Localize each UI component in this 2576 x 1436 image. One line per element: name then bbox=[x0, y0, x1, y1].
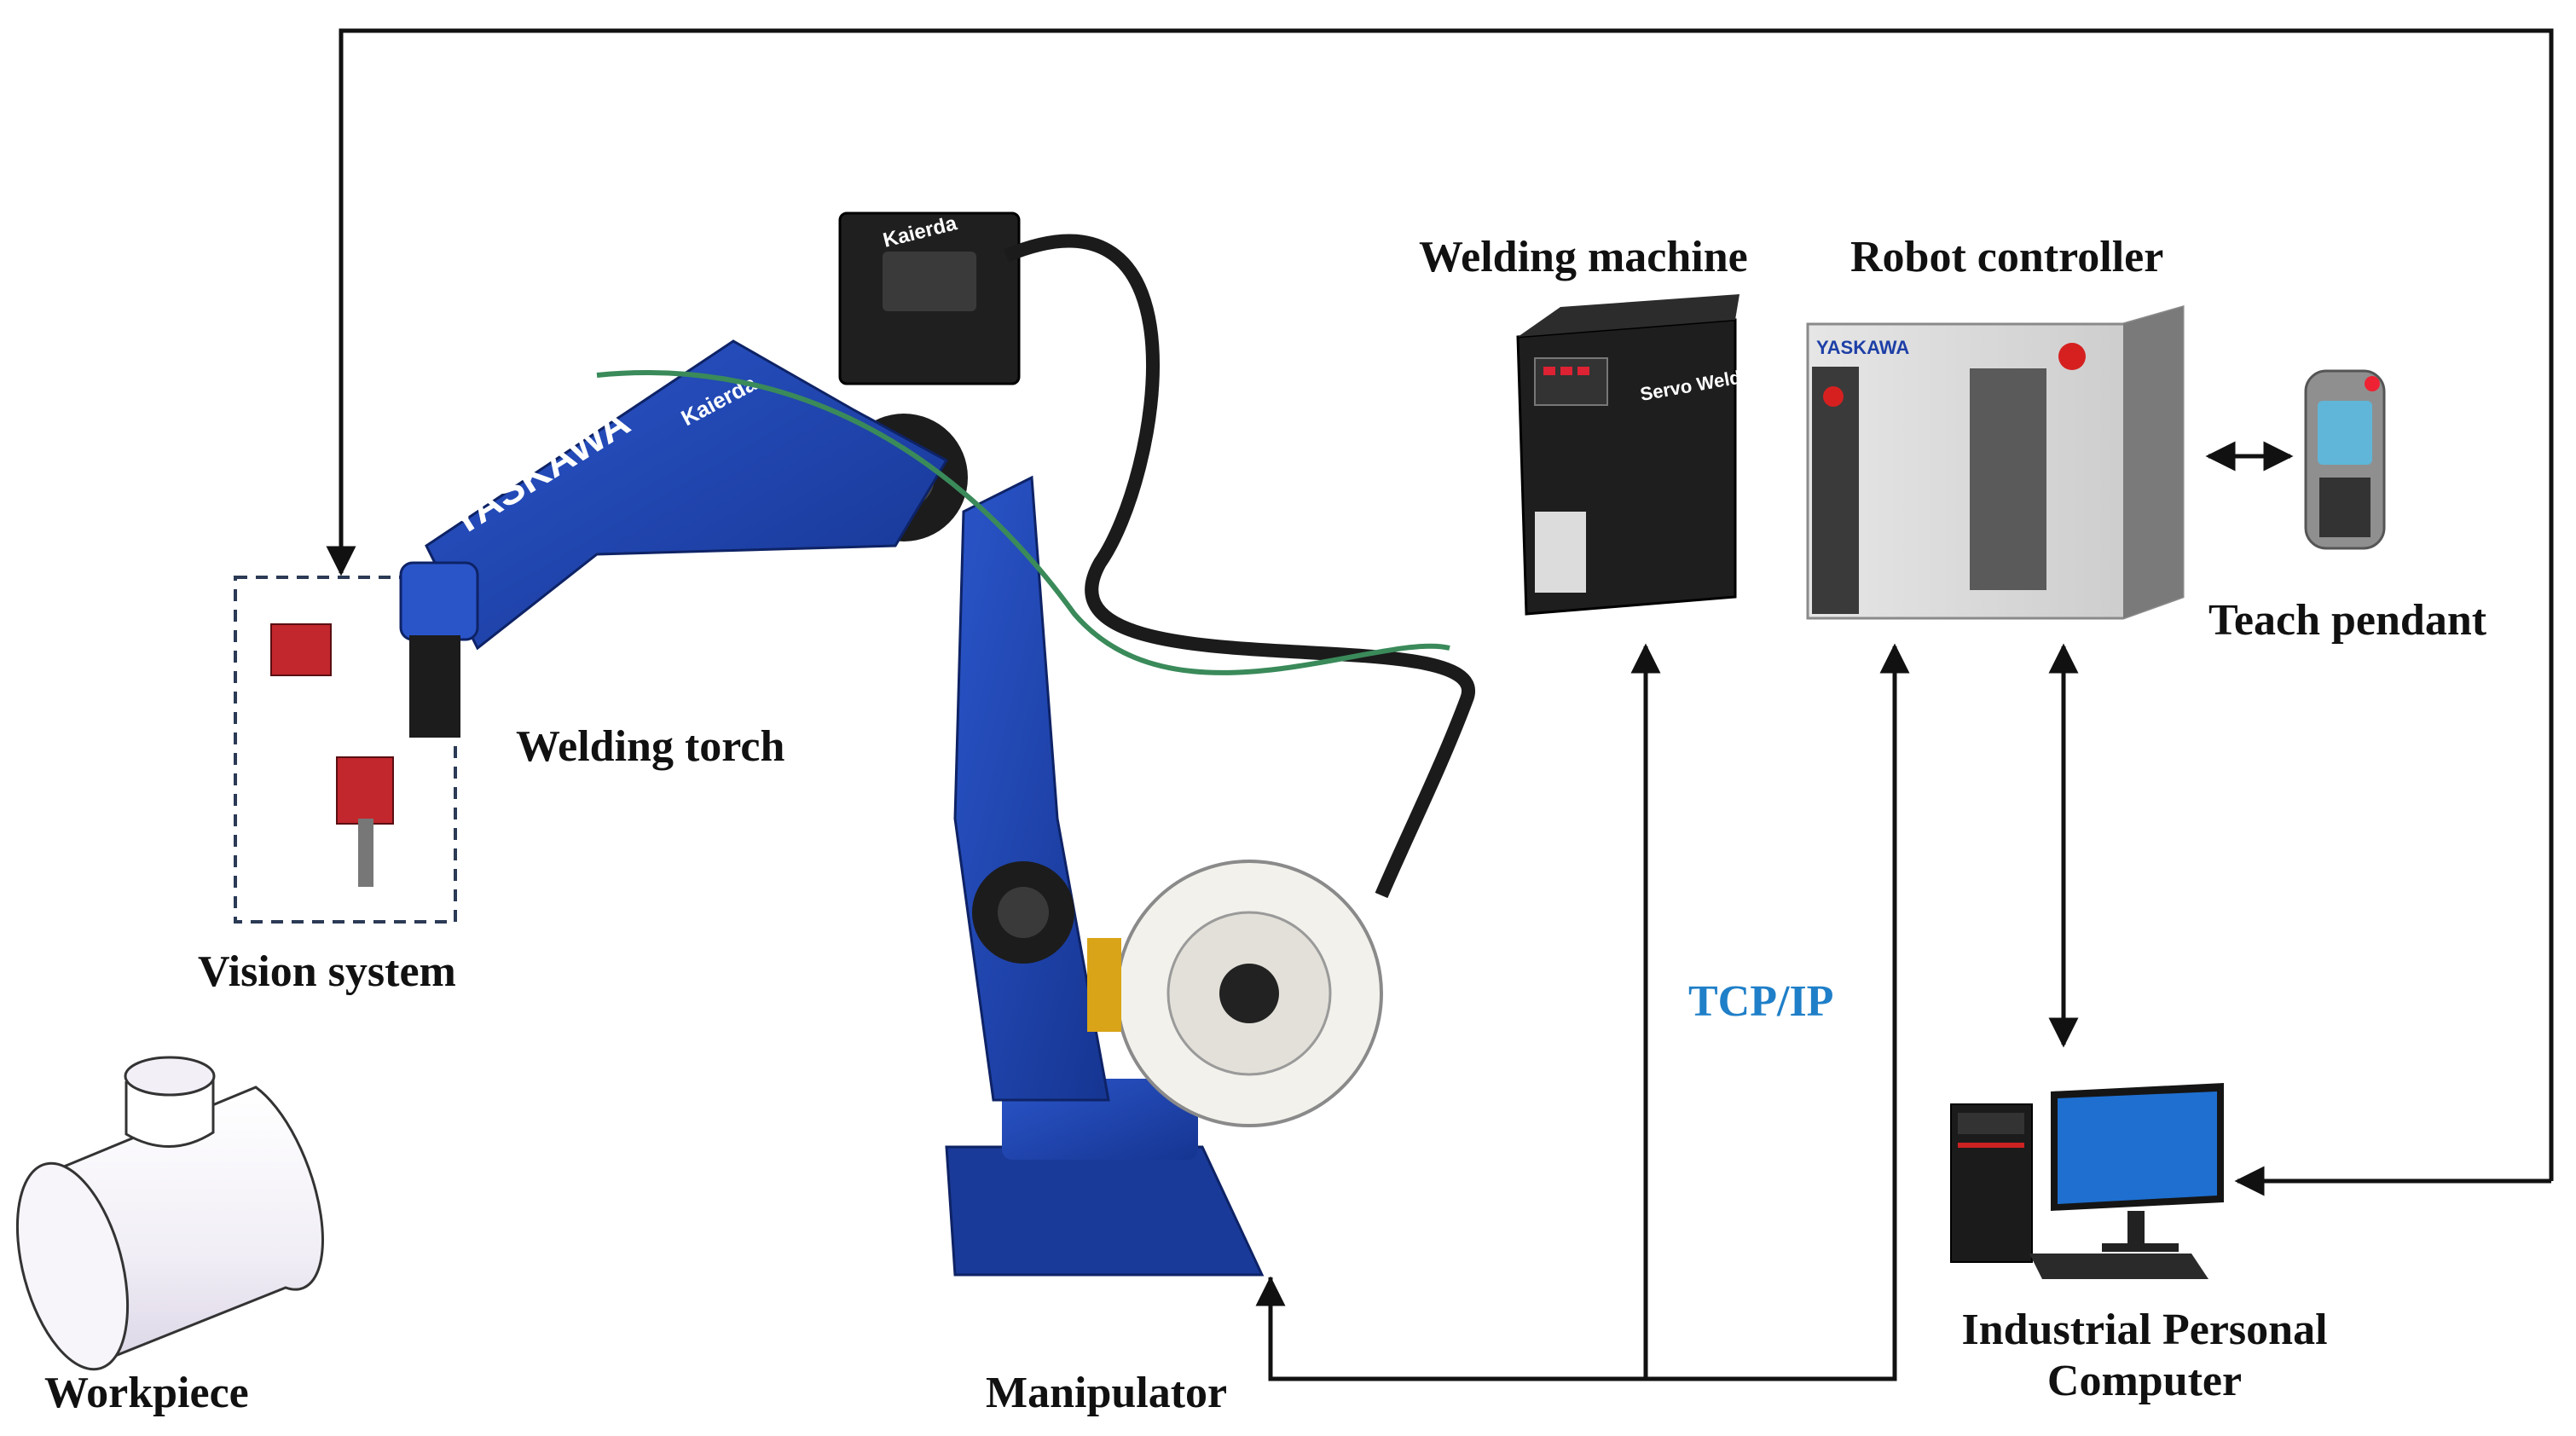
welding-machine-label: Welding machine bbox=[1419, 233, 1748, 281]
teach-pendant-label: Teach pendant bbox=[2208, 596, 2487, 645]
ipc-label: Industrial Personal Computer bbox=[1884, 1305, 2405, 1407]
controller-brand-text: YASKAWA bbox=[1816, 337, 1909, 358]
ipc-label-line2: Computer bbox=[2046, 1356, 2243, 1405]
welding-torch-label: Welding torch bbox=[516, 722, 785, 771]
robot-controller-label: Robot controller bbox=[1850, 233, 2164, 281]
ipc-label-line1: Industrial Personal bbox=[1961, 1306, 2328, 1354]
welding-machine-illustration: Servo Welding bbox=[1516, 294, 1770, 616]
workpiece-label: Workpiece bbox=[44, 1369, 249, 1417]
connection-lines bbox=[326, 28, 2554, 1381]
teach-pendant-illustration bbox=[2304, 369, 2386, 550]
tcp-ip-label: TCP/IP bbox=[1688, 977, 1834, 1026]
ipc-illustration bbox=[1950, 1083, 2224, 1279]
robot-controller-illustration: YASKAWA bbox=[1806, 305, 2185, 620]
vision-feedback-line bbox=[326, 28, 2554, 1181]
workpiece-illustration bbox=[15, 1056, 324, 1371]
manipulator-label: Manipulator bbox=[986, 1369, 1228, 1417]
robot-manipulator: YASKAWA Kaierda Kaierda bbox=[270, 211, 1475, 1277]
vision-system-label: Vision system bbox=[198, 947, 456, 996]
vision-system-box bbox=[234, 576, 457, 924]
